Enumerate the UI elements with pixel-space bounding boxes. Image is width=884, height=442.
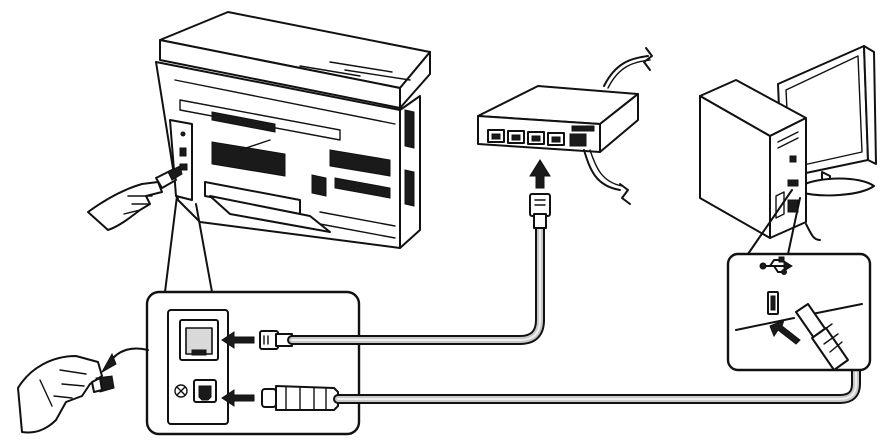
printer-port-callout bbox=[145, 290, 361, 436]
usb-plug bbox=[261, 385, 339, 411]
arrow-icon bbox=[529, 159, 551, 189]
ground-icon bbox=[174, 384, 188, 398]
arrow-icon bbox=[221, 331, 255, 349]
computer bbox=[699, 45, 877, 241]
usb-port bbox=[193, 379, 217, 403]
hand-plugging-cable bbox=[87, 165, 183, 231]
arrow-icon bbox=[100, 352, 117, 374]
usb-plug bbox=[795, 303, 849, 371]
callout-pointer bbox=[747, 189, 801, 255]
usb-icon bbox=[759, 256, 793, 275]
pc-tower bbox=[699, 79, 807, 239]
lan-plug bbox=[529, 193, 551, 229]
callout-pointer bbox=[164, 195, 213, 293]
computer-port-callout bbox=[726, 252, 872, 372]
arrow-icon bbox=[769, 319, 801, 345]
network-port bbox=[179, 319, 219, 361]
lan-cable bbox=[287, 223, 545, 345]
arrow-icon bbox=[221, 389, 255, 407]
hand-removing-cap bbox=[17, 347, 149, 434]
network-hub bbox=[477, 47, 653, 205]
